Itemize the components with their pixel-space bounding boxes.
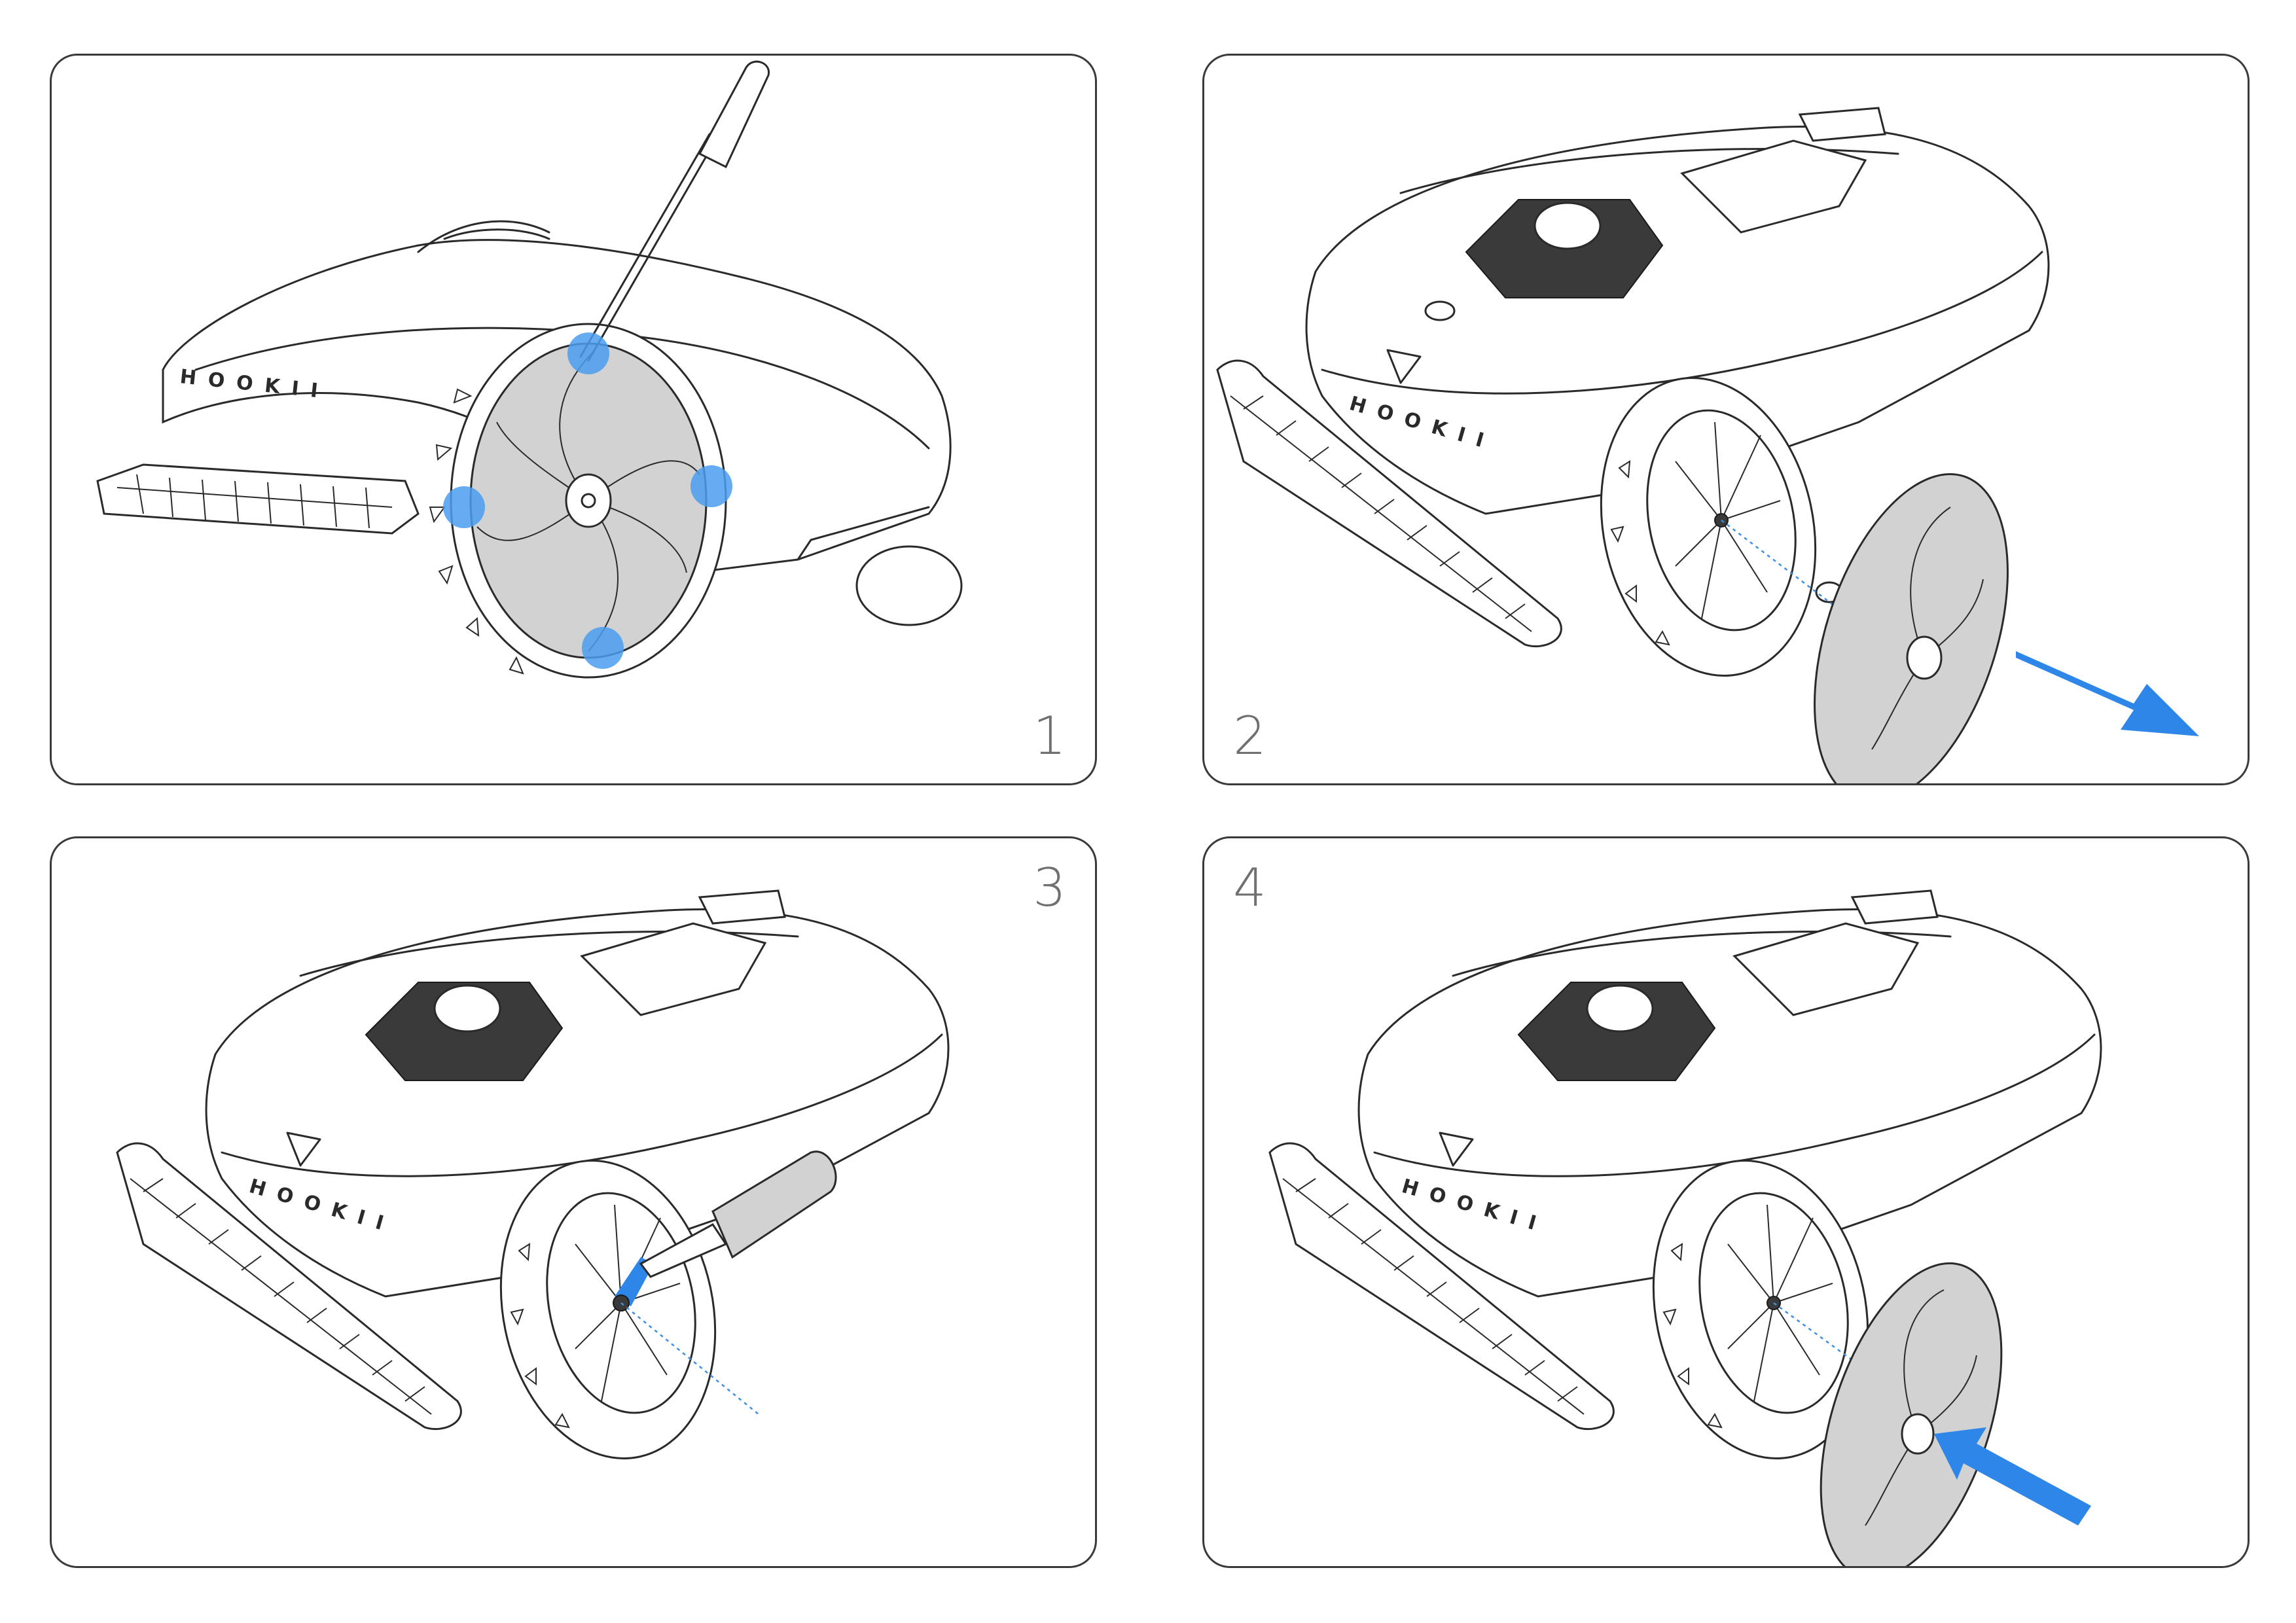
step-number: 3 <box>1033 857 1066 918</box>
step-panel-2: HOOKII 2 <box>1202 54 2250 785</box>
clip-point-left <box>443 486 485 528</box>
mower-diagram-remove-cover: HOOKII <box>1216 107 2199 783</box>
control-panel <box>1732 922 1920 1016</box>
step-number: 4 <box>1233 857 1266 918</box>
charging-contact <box>1798 107 1886 142</box>
axle-guide-line <box>1773 1302 1990 1461</box>
step-panel-1: HOOKII 1 <box>50 54 1097 785</box>
control-panel <box>1680 139 1867 234</box>
step-number: 1 <box>1033 705 1066 766</box>
mower-diagram-clean-axle: HOOKII <box>116 889 950 1459</box>
arrow-inward-icon <box>1934 1427 2091 1525</box>
mower-diagram-reinstall-cover: HOOKII <box>1268 889 2102 1566</box>
detached-wheel-cover <box>1814 473 2009 783</box>
step-number: 2 <box>1233 705 1266 766</box>
mower-diagram-screwdriver: HOOKII <box>96 60 963 679</box>
step-panel-3: HOOKII 3 <box>50 836 1097 1568</box>
step-panel-4: HOOKII 4 <box>1202 836 2250 1568</box>
control-panel <box>580 922 767 1016</box>
clip-point-right <box>691 465 732 507</box>
cleaning-tool <box>711 1150 837 1259</box>
axle-guide-line <box>620 1302 759 1415</box>
clip-point-top <box>567 332 609 374</box>
arrow-outward-icon <box>2016 651 2199 736</box>
charging-contact <box>698 889 786 925</box>
charging-contact <box>1850 889 1939 925</box>
clip-point-bottom <box>582 627 624 669</box>
